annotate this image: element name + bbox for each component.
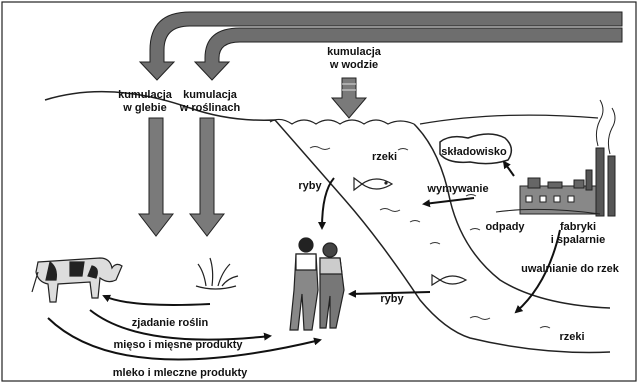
cow-icon bbox=[31, 257, 123, 303]
factory-icon bbox=[495, 99, 616, 217]
label-kumulacja-woda-1: kumulacja bbox=[327, 46, 382, 58]
horizon-right bbox=[419, 114, 599, 125]
fish-bottom-icon bbox=[431, 273, 468, 287]
landfill-blob bbox=[439, 133, 513, 165]
label-uwalnianie: uwalnianie do rzek bbox=[521, 263, 620, 275]
arrow-meat bbox=[89, 309, 272, 341]
arrow-release-to-river bbox=[514, 229, 561, 314]
label-kumulacja-gleba-1: kumulacja bbox=[118, 89, 173, 101]
soil-plant-arrows bbox=[137, 117, 226, 237]
arrow-fish-to-people bbox=[318, 177, 335, 230]
label-fabryki-1: fabryki bbox=[560, 221, 596, 233]
label-rzeki-bottom: rzeki bbox=[559, 331, 584, 343]
label-kumulacja-rosliny-2: w roślinach bbox=[179, 102, 241, 114]
arrow-milk bbox=[47, 317, 322, 361]
fish-top-icon bbox=[353, 176, 394, 192]
arrow-fish-bottom-to-people bbox=[348, 289, 431, 298]
people-icon bbox=[289, 237, 345, 331]
label-wymywanie: wymywanie bbox=[426, 183, 488, 195]
flow-arrows bbox=[47, 160, 561, 361]
label-zjadanie: zjadanie roślin bbox=[132, 317, 209, 329]
label-mieso: mięso i mięsne produkty bbox=[114, 339, 244, 351]
river-bank bbox=[413, 123, 611, 309]
plant-icon bbox=[195, 257, 239, 290]
label-mleko: mleko i mleczne produkty bbox=[113, 367, 248, 379]
label-kumulacja-gleba-2: w glebie bbox=[122, 102, 166, 114]
ground-line bbox=[44, 90, 611, 354]
label-ryby-bottom: ryby bbox=[380, 293, 404, 305]
label-kumulacja-woda-2: w wodzie bbox=[329, 59, 378, 71]
label-rzeki-top: rzeki bbox=[372, 151, 397, 163]
deposition-arrows bbox=[138, 11, 623, 81]
water-arrow bbox=[330, 77, 368, 119]
water-surface bbox=[269, 118, 415, 125]
label-kumulacja-rosliny-1: kumulacja bbox=[183, 89, 238, 101]
label-fabryki-2: i spalarnie bbox=[551, 234, 605, 246]
arrow-waste-to-landfill bbox=[502, 160, 515, 177]
water-ripples bbox=[309, 146, 551, 329]
label-ryby-top: ryby bbox=[298, 180, 322, 192]
label-skladowisko: składowisko bbox=[441, 146, 507, 158]
label-odpady: odpady bbox=[485, 221, 525, 233]
arrow-leaching bbox=[422, 197, 475, 208]
arrow-plants-to-cow bbox=[102, 294, 211, 306]
